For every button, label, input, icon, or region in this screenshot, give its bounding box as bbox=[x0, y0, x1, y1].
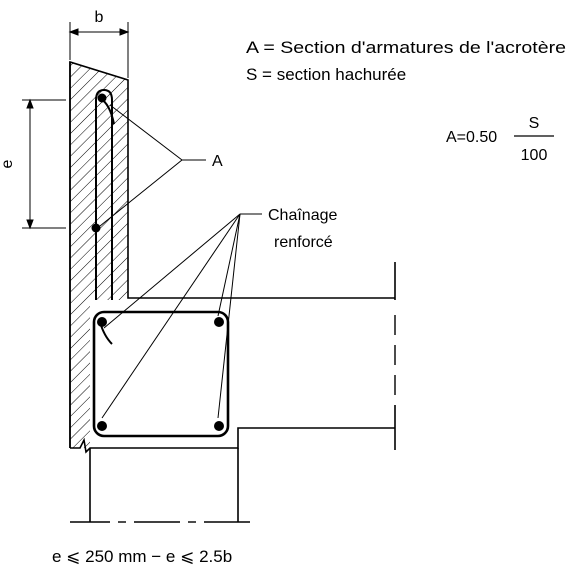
rebar-dot bbox=[91, 223, 101, 233]
tie-beam-stirrup bbox=[92, 310, 230, 438]
formula-lhs: A=0.50 bbox=[446, 129, 497, 146]
legend-line-s: S = section hachurée bbox=[246, 65, 406, 84]
rebar-label: A bbox=[212, 153, 223, 170]
rebar-dot bbox=[214, 421, 224, 431]
rebar-dots bbox=[91, 93, 224, 431]
formula-denominator: 100 bbox=[521, 147, 548, 164]
rebar-dot bbox=[97, 93, 107, 103]
chainage-label-line2: renforcé bbox=[274, 234, 333, 251]
leader-lines bbox=[99, 104, 262, 419]
rebar-dot bbox=[214, 317, 224, 327]
dimension-b bbox=[68, 22, 130, 78]
structure-outline bbox=[69, 60, 396, 523]
rebar-dot bbox=[97, 317, 107, 327]
chainage-label-line1: Chaînage bbox=[268, 207, 337, 224]
rebar-dot bbox=[97, 421, 107, 431]
hatched-section bbox=[70, 62, 128, 448]
dimension-b-label: b bbox=[95, 9, 104, 26]
legend-line-a: A = Section d'armatures de l'acrotère bbox=[246, 38, 566, 57]
formula-numerator: S bbox=[529, 115, 540, 132]
dimension-e-label: e bbox=[0, 159, 16, 168]
footnote-condition: e ⩽ 250 mm − e ⩽ 2.5b bbox=[52, 547, 232, 566]
acroterion-rebar-loop bbox=[95, 88, 113, 300]
dimension-e bbox=[22, 98, 66, 230]
